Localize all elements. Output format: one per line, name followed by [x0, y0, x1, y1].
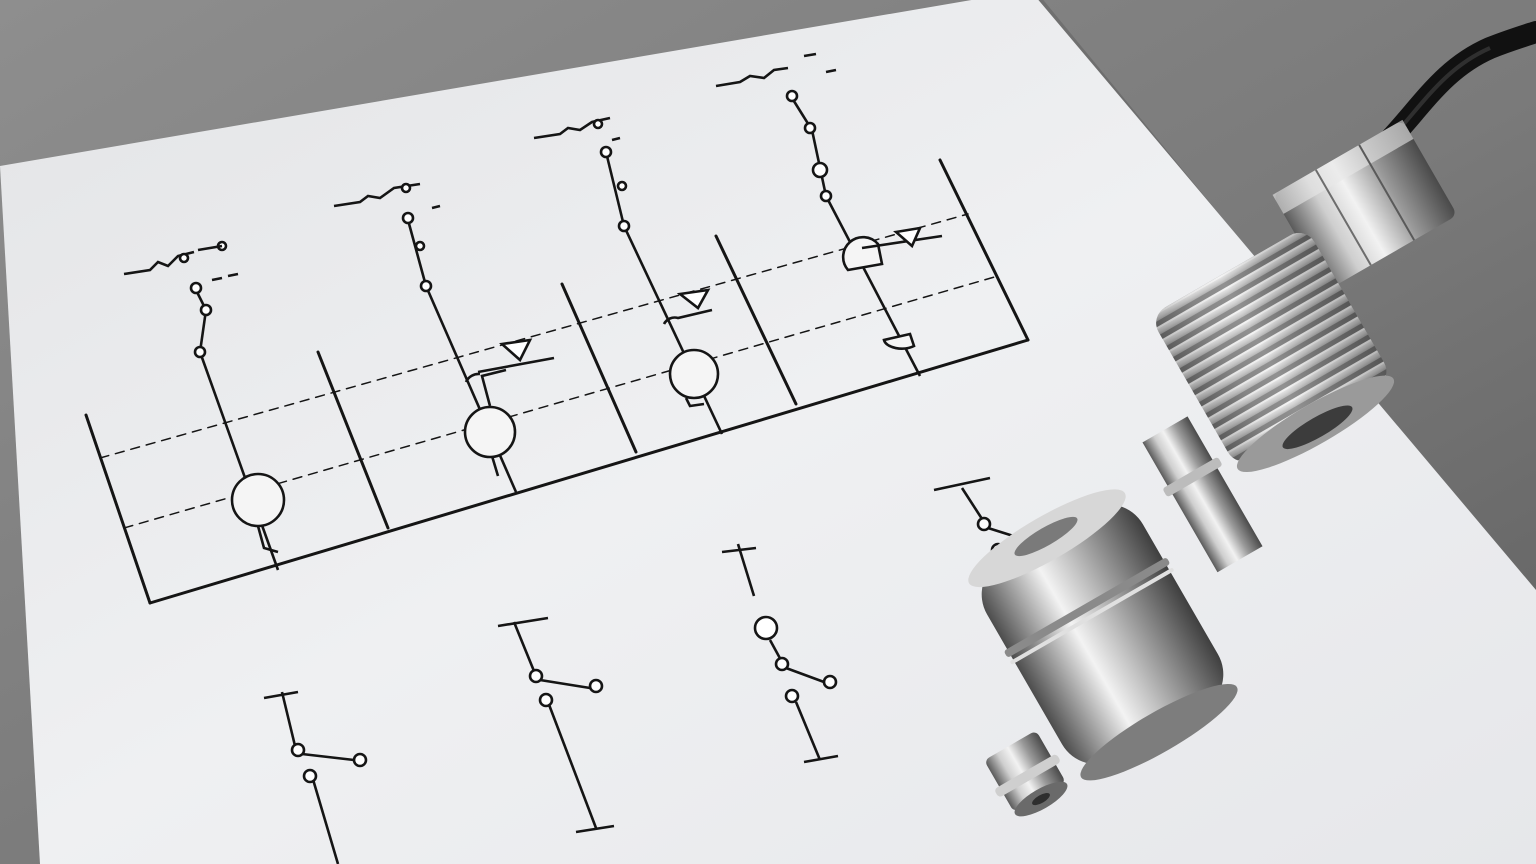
tank-bottom-line — [148, 338, 1030, 605]
water-level-marker — [676, 288, 711, 310]
float-switch-4 — [715, 52, 943, 377]
contact-symbol-3 — [721, 543, 839, 764]
water-level-marker — [499, 338, 533, 363]
tank-divider-3 — [714, 234, 798, 406]
sensor-threaded-fitting — [1156, 232, 1395, 473]
contact-symbol-2 — [497, 616, 615, 834]
float-ball — [841, 235, 884, 272]
float-switch-2 — [333, 182, 555, 493]
tank-divider-1 — [316, 350, 390, 530]
float-ball — [463, 405, 517, 459]
sensor-hex-nut — [1272, 119, 1455, 288]
float-ball — [230, 472, 286, 528]
sensor-float — [968, 489, 1238, 781]
float-switch-3 — [533, 116, 724, 435]
float-switch-1 — [123, 240, 286, 571]
stainless-float-level-sensor — [968, 21, 1536, 817]
tank-left-wall — [84, 413, 152, 605]
sensor-tip — [986, 732, 1068, 817]
level-line-upper — [99, 213, 969, 459]
water-level-marker — [893, 226, 923, 249]
contact-symbol-1 — [263, 690, 368, 864]
tank-divider-2 — [560, 282, 638, 454]
tank-right-wall — [938, 158, 1030, 342]
float-ball — [668, 348, 720, 400]
sensor-stem — [1142, 416, 1263, 573]
